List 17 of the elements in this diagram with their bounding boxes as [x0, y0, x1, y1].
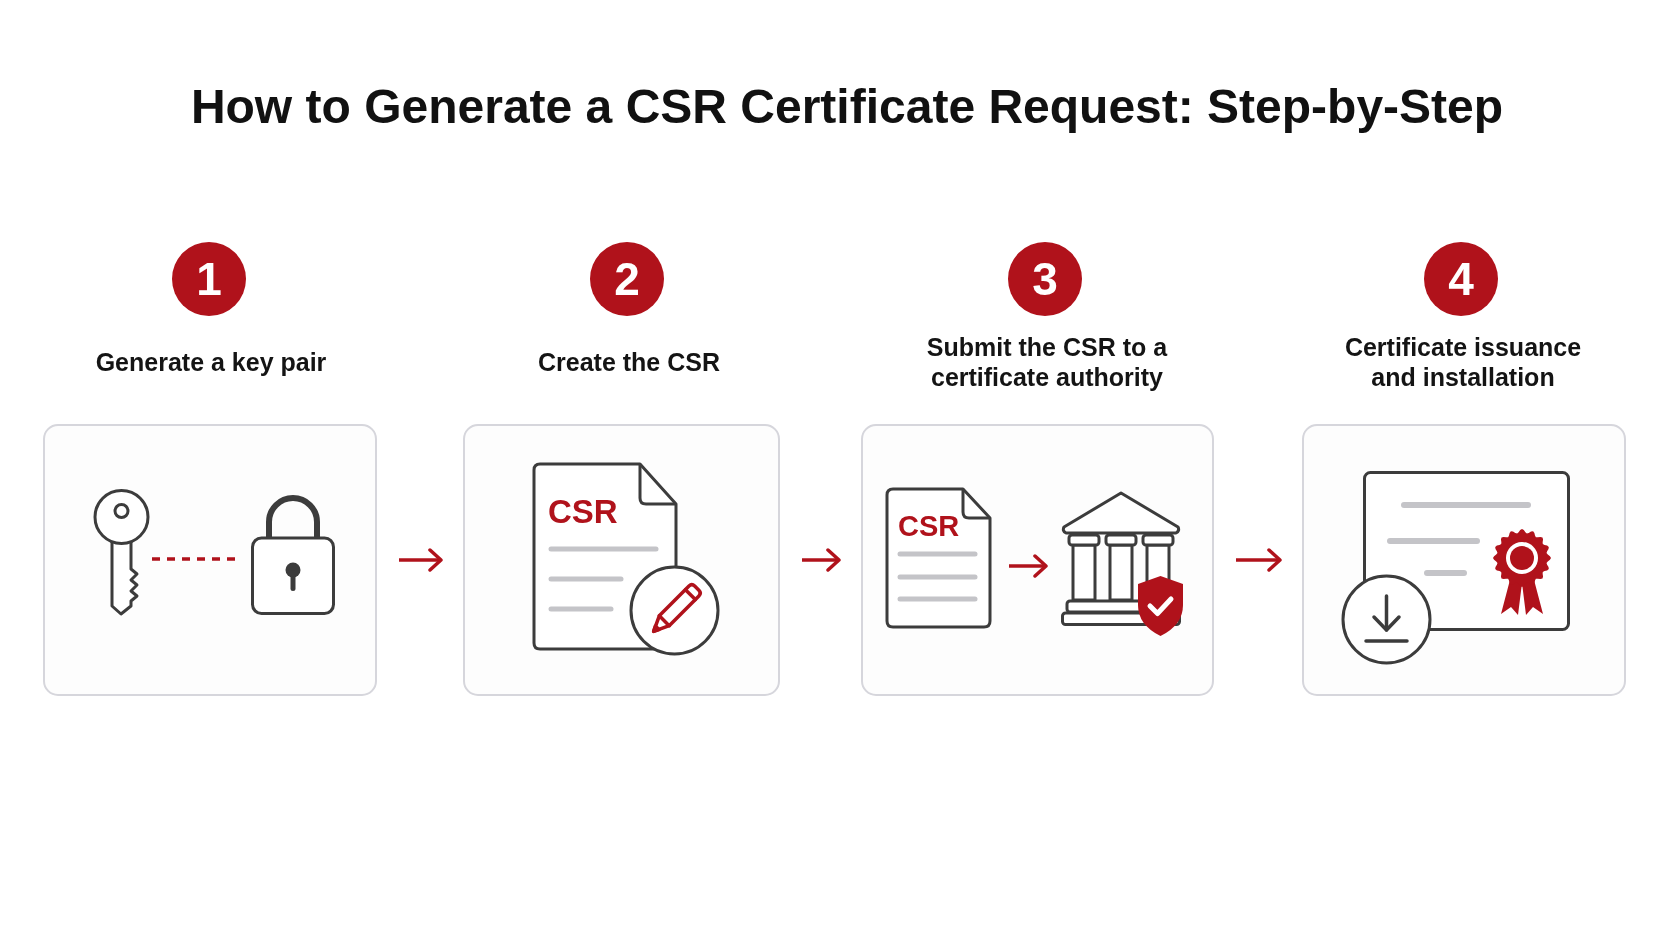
arrow [802, 548, 841, 572]
document-title: CSR [548, 495, 618, 528]
document-title: CSR [898, 512, 960, 541]
step-number-badge: 4 [1424, 242, 1498, 316]
padlock-icon [251, 494, 335, 615]
key-icon [91, 489, 152, 616]
step-label: Create the CSR [538, 347, 720, 377]
arrow [1009, 554, 1048, 578]
step-number-badge: 1 [172, 242, 246, 316]
step-number-badge: 2 [590, 242, 664, 316]
arrow [399, 548, 443, 572]
title: How to Generate a CSR Certificate Request: Step-by-Step [190, 83, 1504, 131]
step-label: Certificate issuance and installation [1343, 332, 1583, 392]
step-label: Generate a key pair [95, 347, 327, 377]
step-number-badge: 3 [1008, 242, 1082, 316]
step-label: Submit the CSR to a certificate authority [925, 332, 1169, 392]
arrow [1236, 548, 1282, 572]
